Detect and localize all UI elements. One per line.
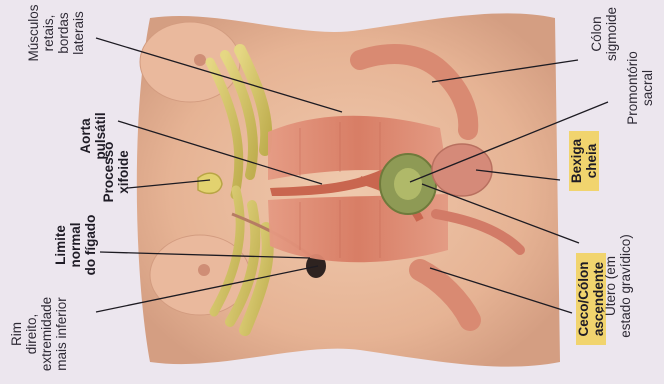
xiphoid-process [198, 173, 222, 193]
